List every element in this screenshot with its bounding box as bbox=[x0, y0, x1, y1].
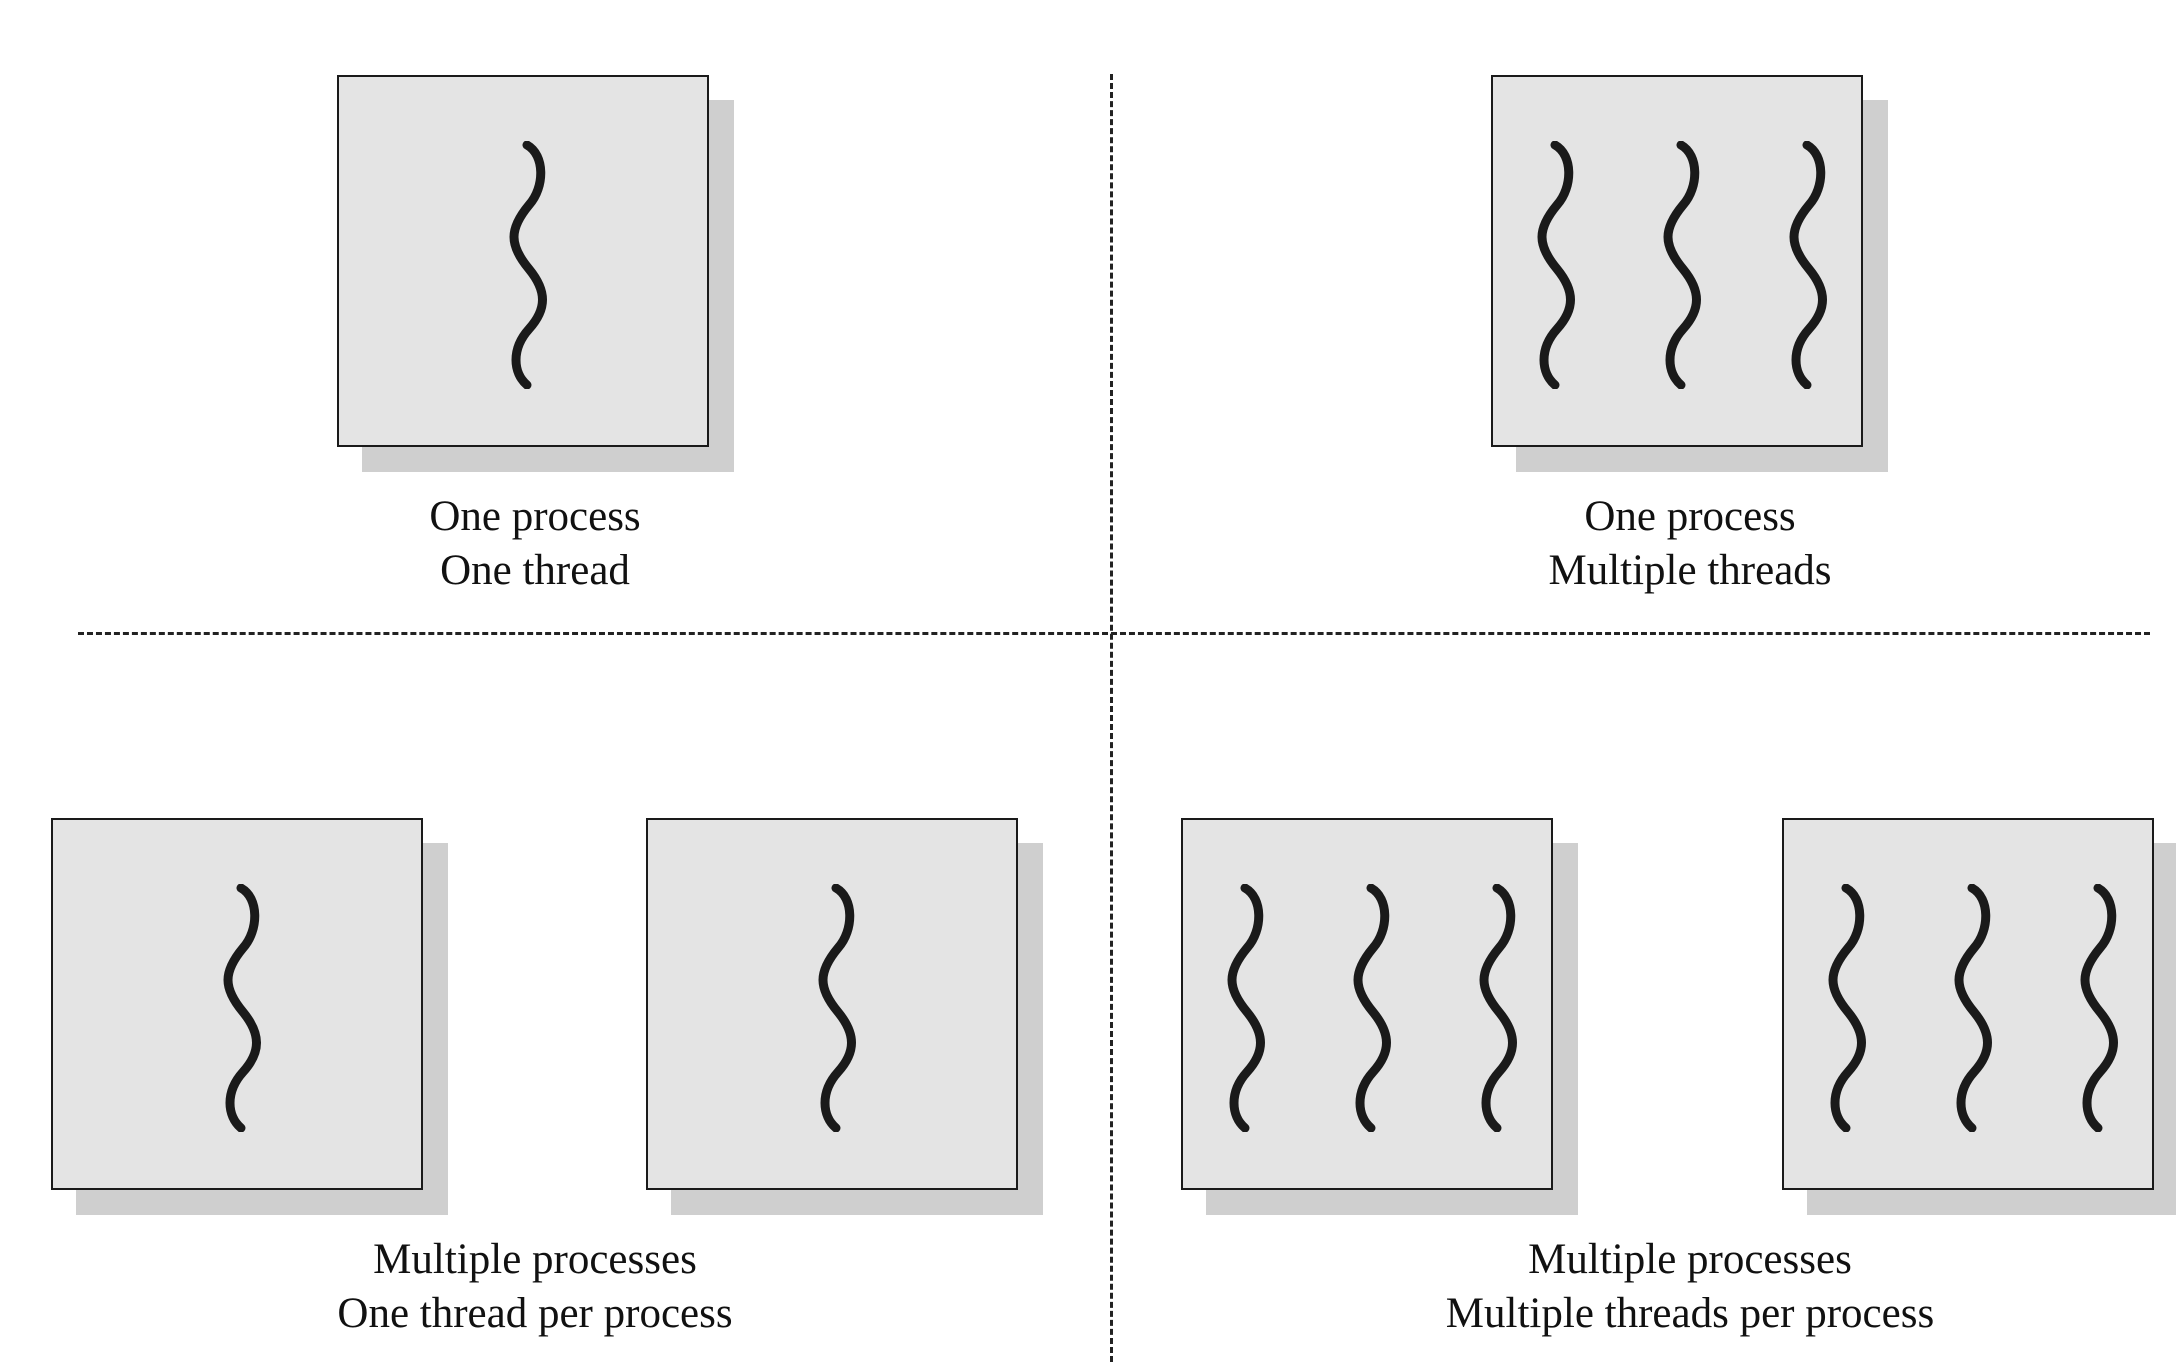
thread-icon bbox=[219, 884, 269, 1132]
horizontal-divider bbox=[78, 632, 2150, 635]
wavy-thread-glyph bbox=[509, 141, 547, 389]
thread-icon bbox=[1475, 884, 1525, 1132]
wavy-thread-glyph bbox=[1537, 141, 1575, 389]
thread-path bbox=[2080, 884, 2118, 1132]
process-box-face bbox=[1782, 818, 2154, 1190]
caption-line-2: Multiple threads bbox=[1548, 547, 1832, 594]
caption: One process Multiple threads bbox=[1440, 490, 1940, 598]
caption: Multiple processes One thread per proces… bbox=[235, 1233, 835, 1341]
process-box-face bbox=[337, 75, 709, 447]
thread-path bbox=[1789, 141, 1827, 389]
wavy-thread-glyph bbox=[223, 884, 261, 1132]
wavy-thread-glyph bbox=[1828, 884, 1866, 1132]
process-box bbox=[337, 75, 734, 472]
process-box bbox=[646, 818, 1043, 1215]
vertical-divider bbox=[1110, 74, 1113, 1362]
process-box-face bbox=[1491, 75, 1863, 447]
thread-icon bbox=[1349, 884, 1399, 1132]
thread-icon bbox=[1785, 141, 1835, 389]
thread-icon bbox=[1950, 884, 2000, 1132]
thread-icon bbox=[1533, 141, 1583, 389]
thread-path bbox=[1353, 884, 1391, 1132]
process-box bbox=[51, 818, 448, 1215]
wavy-thread-glyph bbox=[1789, 141, 1827, 389]
caption-line-1: One process bbox=[429, 493, 641, 540]
thread-icon bbox=[1824, 884, 1874, 1132]
process-box-face bbox=[646, 818, 1018, 1190]
process-box bbox=[1181, 818, 1578, 1215]
process-box bbox=[1782, 818, 2176, 1215]
thread-icon bbox=[814, 884, 864, 1132]
thread-path bbox=[509, 141, 547, 389]
caption: Multiple processes Multiple threads per … bbox=[1340, 1233, 2040, 1341]
process-box bbox=[1491, 75, 1888, 472]
thread-path bbox=[1479, 884, 1517, 1132]
thread-icon bbox=[1659, 141, 1709, 389]
caption-line-2: One thread bbox=[440, 547, 630, 594]
wavy-thread-glyph bbox=[1227, 884, 1265, 1132]
thread-path bbox=[1663, 141, 1701, 389]
thread-path bbox=[223, 884, 261, 1132]
thread-path bbox=[1227, 884, 1265, 1132]
wavy-thread-glyph bbox=[2080, 884, 2118, 1132]
wavy-thread-glyph bbox=[1954, 884, 1992, 1132]
caption: One process One thread bbox=[335, 490, 735, 598]
thread-icon bbox=[1223, 884, 1273, 1132]
thread-icon bbox=[505, 141, 555, 389]
caption-line-1: Multiple processes bbox=[1528, 1236, 1852, 1283]
wavy-thread-glyph bbox=[1479, 884, 1517, 1132]
wavy-thread-glyph bbox=[1353, 884, 1391, 1132]
caption-line-1: Multiple processes bbox=[373, 1236, 697, 1283]
thread-path bbox=[818, 884, 856, 1132]
thread-path bbox=[1954, 884, 1992, 1132]
thread-icon bbox=[2076, 884, 2126, 1132]
caption-line-2: One thread per process bbox=[337, 1290, 733, 1337]
caption-line-2: Multiple threads per process bbox=[1445, 1290, 1935, 1337]
caption-line-1: One process bbox=[1584, 493, 1796, 540]
wavy-thread-glyph bbox=[1663, 141, 1701, 389]
thread-path bbox=[1828, 884, 1866, 1132]
process-box-face bbox=[1181, 818, 1553, 1190]
wavy-thread-glyph bbox=[818, 884, 856, 1132]
process-box-face bbox=[51, 818, 423, 1190]
thread-path bbox=[1537, 141, 1575, 389]
